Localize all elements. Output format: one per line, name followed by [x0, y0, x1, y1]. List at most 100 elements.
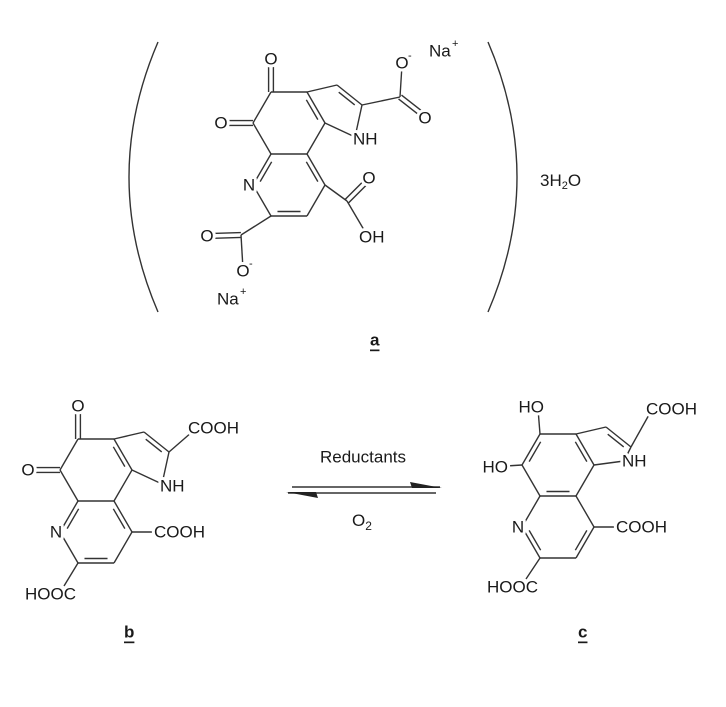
bond	[113, 500, 133, 533]
bond	[305, 99, 319, 121]
carboxyl-group: HOOC	[25, 585, 76, 604]
atom-oxygen: O	[214, 114, 227, 133]
bond	[240, 215, 272, 236]
atom-oxygen: O	[200, 227, 213, 246]
carboxyl-group: COOH	[188, 419, 239, 438]
bond	[59, 531, 79, 564]
bond	[113, 438, 133, 471]
bond	[143, 431, 170, 453]
bond	[208, 231, 241, 235]
negative-charge: -	[408, 50, 412, 62]
bond	[336, 84, 363, 106]
bond	[66, 508, 80, 530]
bond	[537, 408, 541, 435]
hydrate-label: 3H2O	[540, 171, 581, 193]
bond	[574, 529, 588, 551]
atom-oxygen: O	[264, 50, 277, 69]
bond	[623, 446, 632, 462]
bond	[259, 161, 273, 183]
molecule-a-bonds	[208, 61, 425, 270]
atom-oxygen-anion: O	[236, 262, 249, 281]
bond	[306, 153, 326, 186]
bond	[575, 526, 595, 559]
bond	[209, 236, 242, 240]
negative-charge: -	[249, 258, 253, 270]
atom-oxygen: O	[418, 109, 431, 128]
bond	[528, 441, 542, 463]
hydroxyl-group: HO	[519, 398, 545, 417]
carboxyl-group: HOOC	[487, 578, 538, 597]
bond	[252, 153, 272, 186]
bond	[59, 500, 79, 533]
bond	[361, 96, 401, 106]
atom-nh: NH	[622, 452, 647, 471]
bond	[605, 426, 632, 448]
atom-nh: NH	[353, 130, 378, 149]
right-parenthesis	[487, 41, 518, 313]
bond	[145, 438, 163, 453]
bond	[113, 531, 133, 564]
carboxyl-group: COOH	[646, 400, 697, 419]
compound-a-label: a	[370, 331, 380, 350]
equilibrium-arrow	[286, 482, 442, 498]
atom-oxygen-anion: O	[395, 54, 408, 73]
bond	[324, 184, 348, 202]
bond	[306, 122, 326, 155]
bond	[305, 161, 319, 183]
atom-nitrogen: N	[512, 518, 524, 537]
atom-nitrogen: N	[50, 523, 62, 542]
bond	[59, 469, 79, 502]
bond	[324, 122, 356, 138]
compound-c-label: c	[578, 623, 587, 642]
bond	[574, 441, 588, 463]
bond	[346, 200, 368, 236]
bond	[593, 460, 625, 466]
bond	[240, 234, 244, 270]
bond	[399, 64, 403, 98]
bond	[252, 184, 272, 217]
reverse-reagent: O2	[352, 511, 372, 534]
bond	[528, 529, 542, 551]
bond	[575, 464, 595, 497]
bond	[113, 431, 145, 440]
bond	[398, 98, 422, 118]
sodium-ion: Na	[429, 42, 451, 61]
bond	[575, 495, 595, 528]
bond	[525, 557, 541, 580]
molecule-c: HO HO N NH COOH COOH HOOC	[480, 395, 701, 600]
bond	[344, 176, 368, 200]
compound-b-label: b	[124, 623, 134, 642]
bond	[112, 508, 126, 530]
bond	[306, 91, 326, 124]
molecule-b-bonds	[30, 408, 193, 587]
left-parenthesis	[128, 41, 159, 313]
carboxyl-group: COOH	[616, 518, 667, 537]
molecule-c-bonds	[505, 408, 651, 580]
bond	[630, 412, 651, 448]
bond	[521, 433, 541, 466]
bond	[113, 469, 133, 502]
bond	[521, 526, 541, 559]
molecule-b: O O N NH COOH COOH HOOC	[18, 394, 242, 607]
bond	[348, 180, 372, 204]
bond	[354, 104, 363, 138]
bond	[521, 464, 541, 497]
bond	[252, 122, 272, 155]
carboxyl-group: COOH	[154, 523, 205, 542]
atom-nitrogen: N	[243, 176, 255, 195]
bond	[168, 431, 193, 453]
sodium-ion: Na	[217, 290, 239, 309]
bond	[131, 469, 163, 485]
bond	[607, 433, 625, 448]
atom-oxygen: O	[362, 169, 375, 188]
positive-charge: +	[452, 38, 458, 50]
molecule-a: O O N NH O - Na + O O OH O O - Na +	[197, 38, 458, 309]
forward-reagent: Reductants	[320, 448, 406, 467]
atom-oxygen: O	[21, 461, 34, 480]
bond	[59, 438, 79, 471]
bond	[338, 91, 356, 106]
hydroxyl-group: HO	[483, 458, 509, 477]
bond	[252, 91, 272, 124]
bond	[521, 495, 541, 528]
